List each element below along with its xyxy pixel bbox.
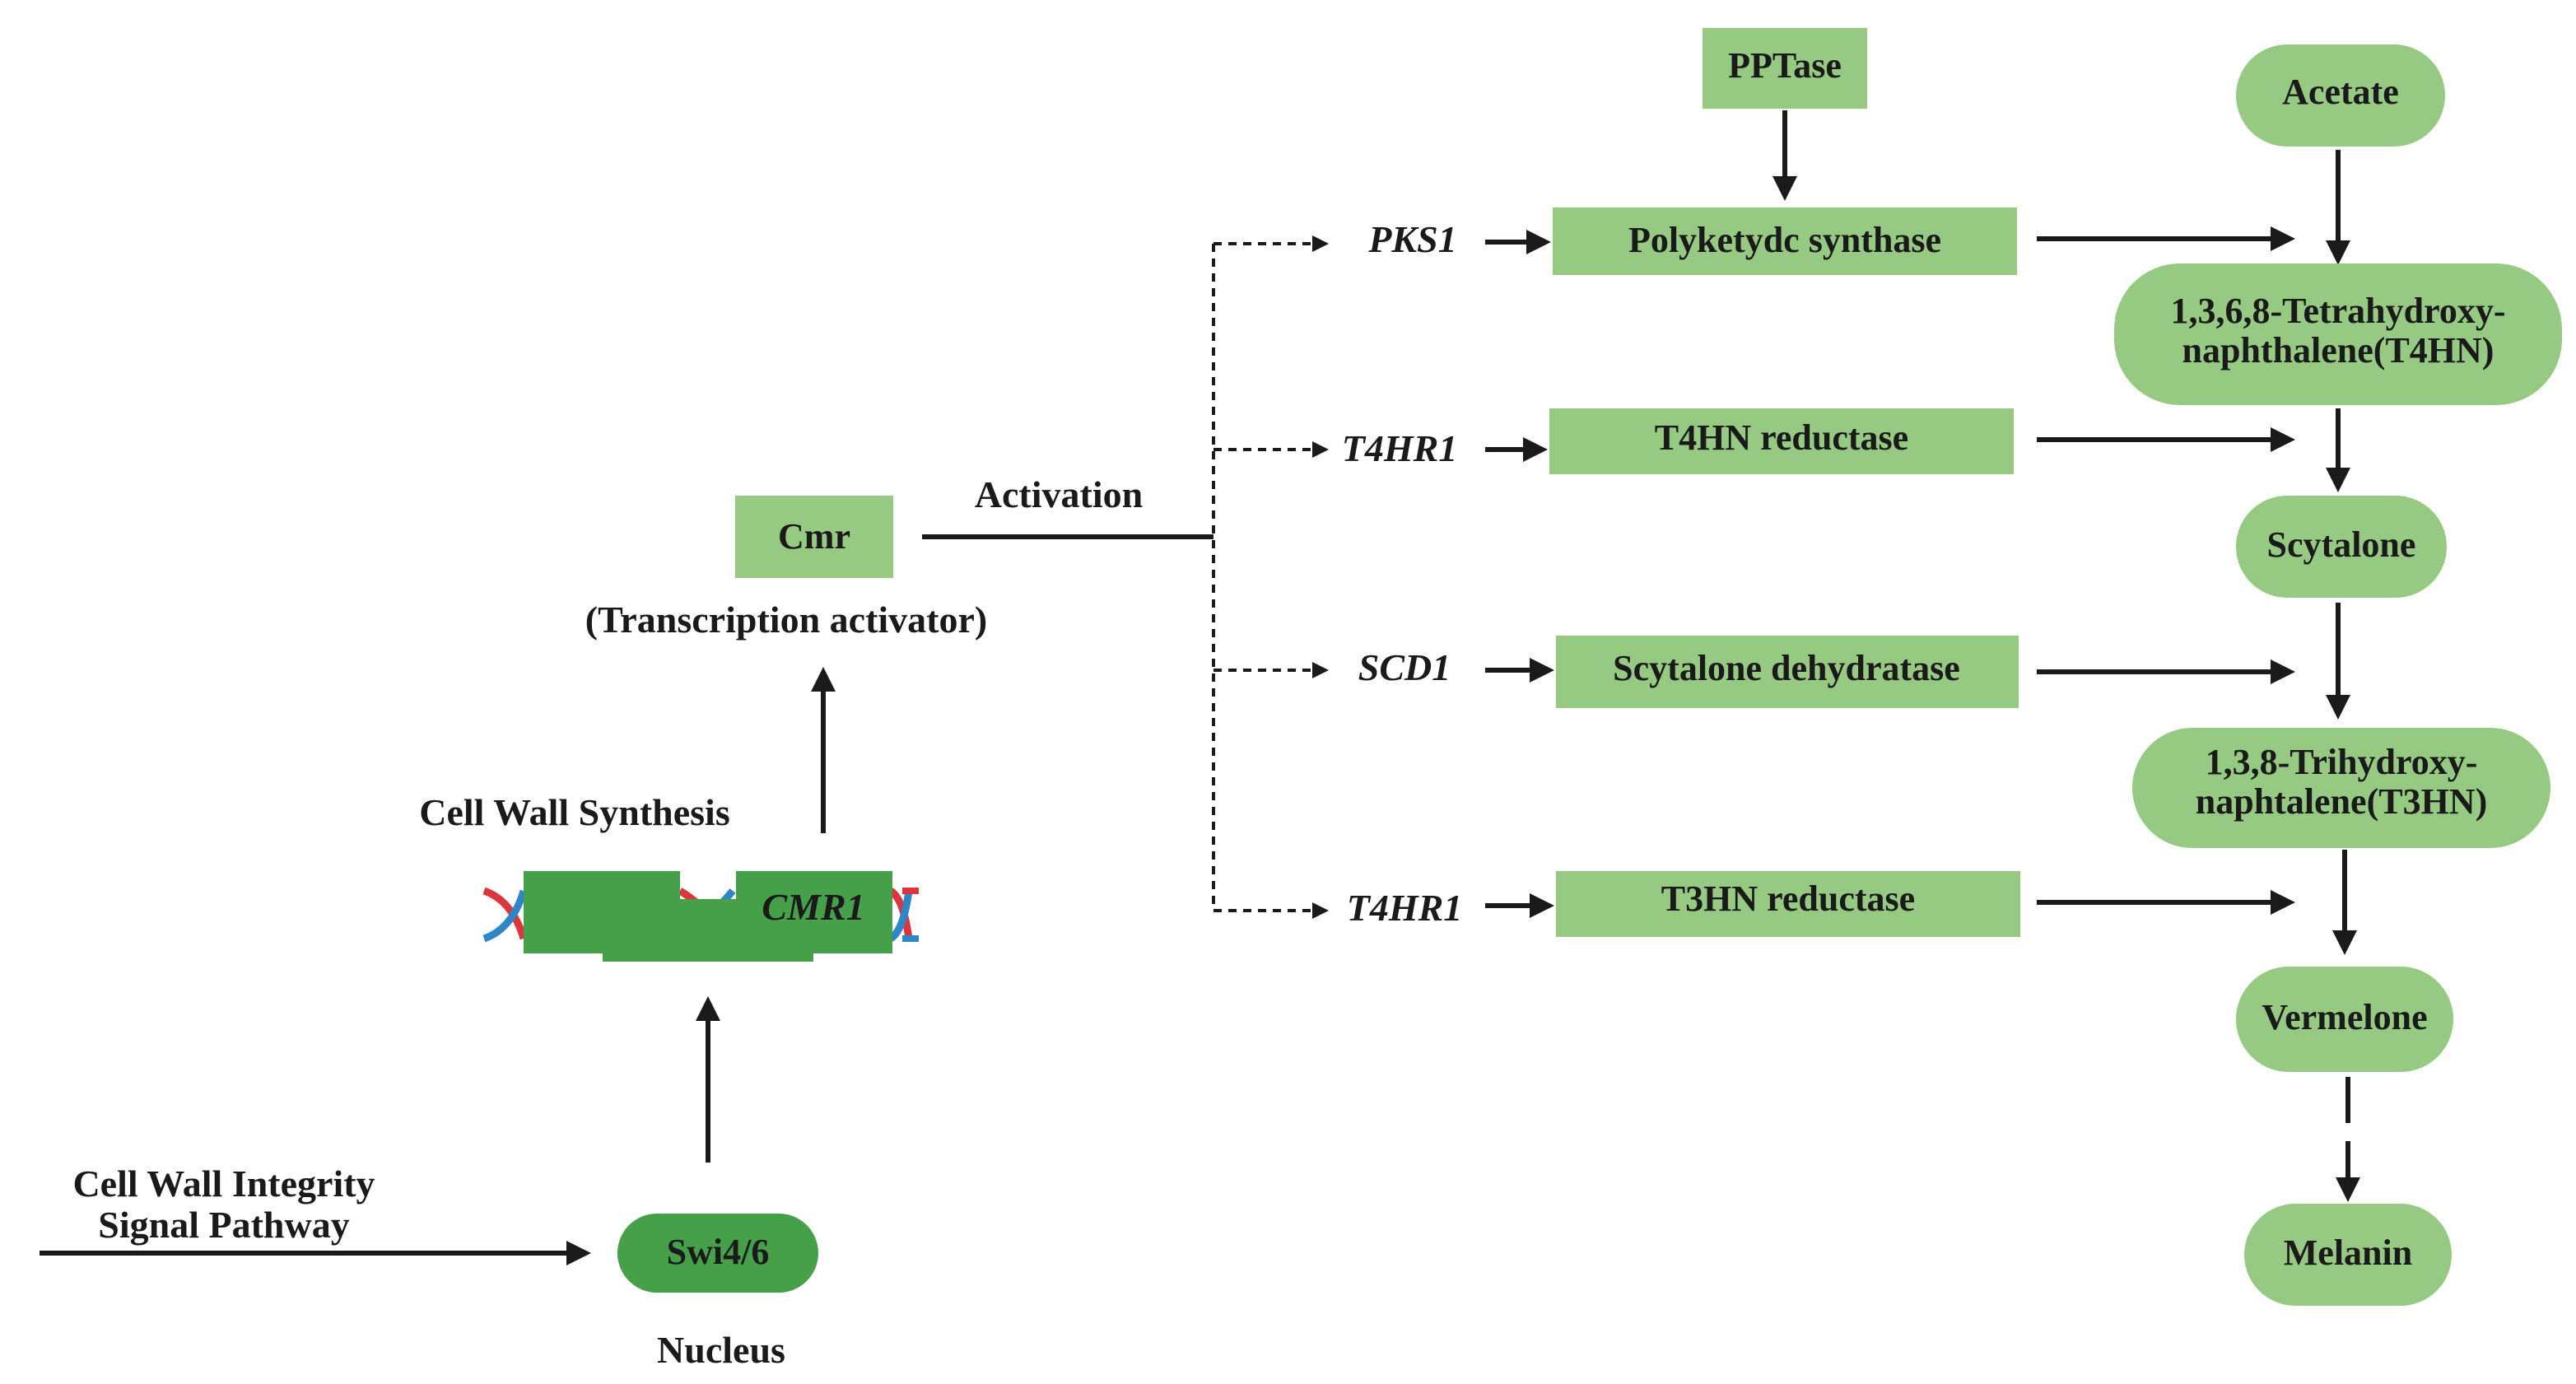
swi-node-label: Swi4/6	[667, 1232, 770, 1272]
enzyme-scytalone-dehydratase-label: Scytalone dehydratase	[1613, 648, 1960, 688]
enzyme-polyketide-synthase-label: Polyketydc synthase	[1628, 220, 1941, 260]
cmr-node-label: Cmr	[778, 516, 850, 557]
enzyme-t3hn-reductase	[1556, 871, 2020, 937]
node-t4hn	[2114, 263, 2562, 405]
enzyme-t4hn-reductase-label: T4HN reductase	[1655, 417, 1908, 458]
gene-scd1: SCD1	[1358, 646, 1451, 688]
gene-block-right	[736, 871, 892, 953]
enzyme-polyketide-synthase	[1553, 207, 2017, 275]
enzyme-t4hn-reductase	[1549, 408, 2014, 474]
node-acetate	[2236, 44, 2445, 147]
gene-pks1: PKS1	[1367, 218, 1456, 260]
node-vermelone	[2236, 967, 2453, 1072]
signal-pathway-label-line1: Cell Wall Integrity	[72, 1163, 375, 1205]
pptase-label: PPTase	[1728, 45, 1842, 86]
cmr1-gene-label: CMR1	[762, 886, 864, 928]
node-melanin	[2244, 1204, 2452, 1306]
enzyme-t3hn-reductase-label: T3HN reductase	[1661, 878, 1915, 919]
node-acetate-label: Acetate	[2282, 72, 2399, 112]
gene-t4hr1: T4HR1	[1342, 427, 1458, 469]
enzyme-scytalone-dehydratase	[1556, 636, 2019, 708]
swi-node	[617, 1214, 818, 1293]
node-scytalone-label: Scytalone	[2267, 524, 2416, 565]
node-t3hn	[2132, 728, 2550, 848]
node-scytalone	[2236, 496, 2447, 598]
node-t3hn-label-line2: naphtalene(T3HN)	[2196, 781, 2487, 822]
node-t4hn-label-line2: naphthalene(T4HN)	[2182, 330, 2494, 370]
pptase-node	[1703, 28, 1867, 109]
activation-label: Activation	[975, 473, 1143, 515]
cell-wall-synthesis-label: Cell Wall Synthesis	[419, 791, 729, 833]
node-t3hn-label-line1: 1,3,8-Trihydroxy-	[2206, 742, 2478, 782]
cmr-role-label: (Transcription activator)	[585, 599, 987, 641]
signal-pathway-label-line2: Signal Pathway	[98, 1204, 349, 1246]
node-vermelone-label: Vermelone	[2262, 997, 2427, 1037]
nucleus-label: Nucleus	[657, 1329, 785, 1371]
cmr-node	[735, 496, 893, 578]
gene-t4hr1-second: T4HR1	[1347, 887, 1463, 929]
node-melanin-label: Melanin	[2284, 1233, 2412, 1273]
node-t4hn-label-line1: 1,3,6,8-Tetrahydroxy-	[2171, 291, 2506, 331]
